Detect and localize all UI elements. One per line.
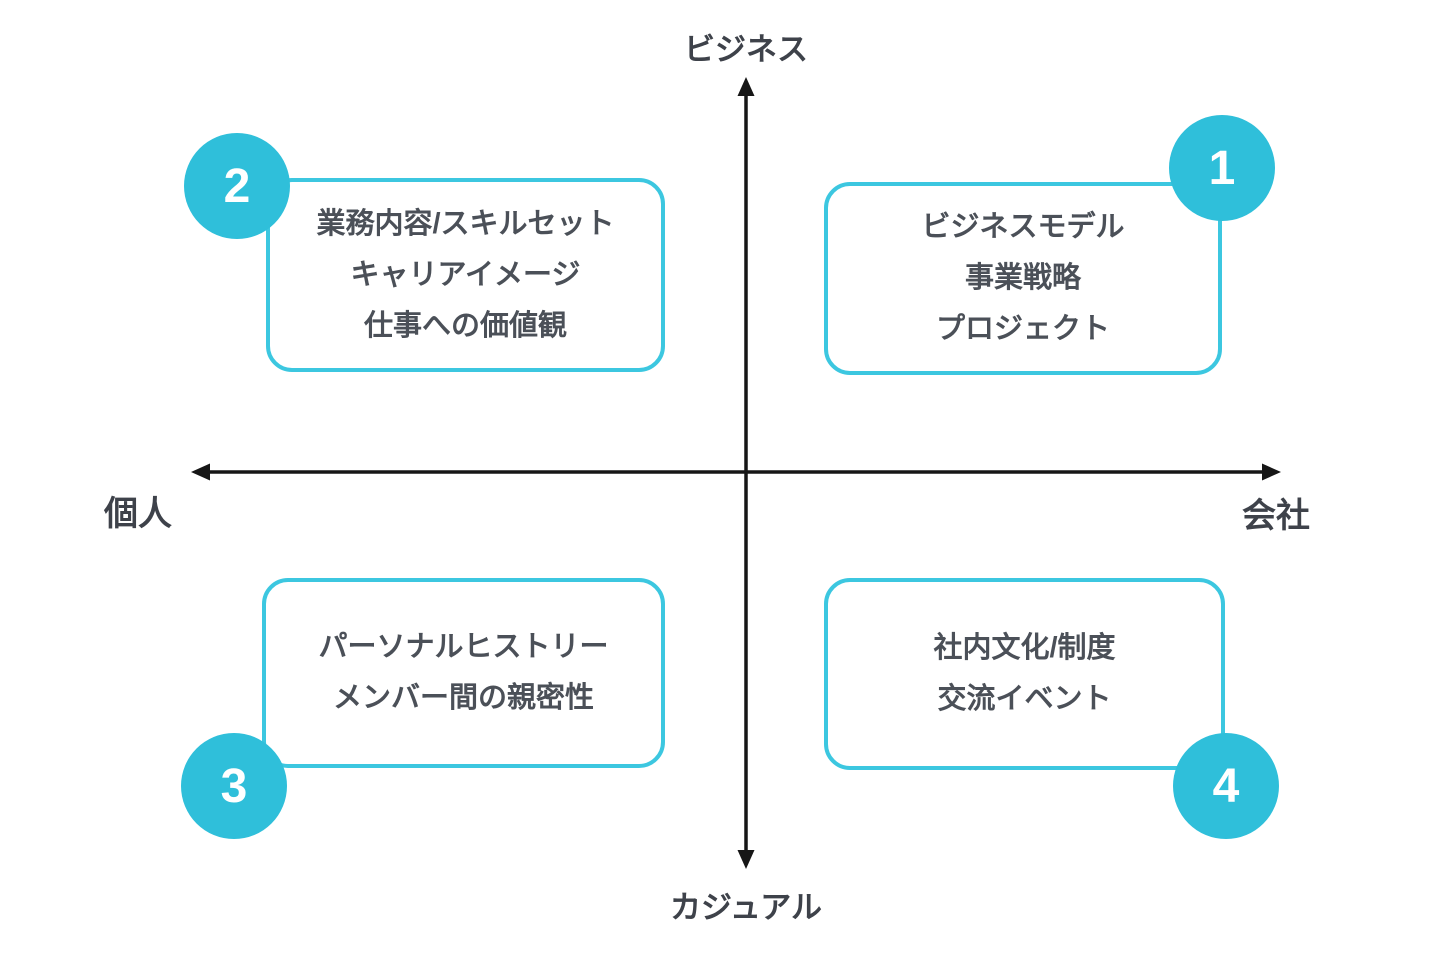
quadrant-4-line: 社内文化/制度 (933, 632, 1116, 664)
quadrant-badge-1: 1 (1169, 115, 1275, 221)
quadrant-box-1: ビジネスモデル 事業戦略 プロジェクト (824, 182, 1222, 375)
axis-label-right: 会社 (1242, 497, 1310, 535)
quadrant-3-line: メンバー間の親密性 (332, 682, 594, 714)
quadrant-3-line: パーソナルヒストリー (318, 631, 609, 663)
axis-label-bottom: カジュアル (670, 890, 822, 925)
quadrant-1-line: 事業戦略 (964, 262, 1081, 294)
arrow-up-icon (737, 77, 755, 96)
arrow-down-icon (737, 850, 755, 869)
quadrant-box-4: 社内文化/制度 交流イベント (824, 578, 1225, 770)
quadrant-4-line: 交流イベント (937, 683, 1112, 715)
quadrant-badge-3: 3 (181, 733, 287, 839)
quadrant-badge-4: 4 (1173, 733, 1279, 839)
quadrant-1-line: ビジネスモデル (921, 211, 1125, 243)
quadrant-2-line: キャリアイメージ (350, 258, 581, 291)
quadrant-1-line: プロジェクト (935, 313, 1110, 345)
axis-label-top: ビジネス (684, 32, 808, 67)
quadrant-box-3: パーソナルヒストリー メンバー間の親密性 (262, 578, 665, 768)
quadrant-badge-2: 2 (184, 133, 290, 239)
axis-label-left: 個人 (104, 495, 172, 533)
quadrant-2-line: 業務内容/スキルセット (316, 207, 615, 240)
quadrant-2-line: 仕事への価値観 (363, 309, 567, 342)
arrow-right-icon (1262, 463, 1281, 481)
quadrant-box-2: 業務内容/スキルセット キャリアイメージ 仕事への価値観 (266, 178, 665, 372)
arrow-left-icon (191, 463, 210, 481)
